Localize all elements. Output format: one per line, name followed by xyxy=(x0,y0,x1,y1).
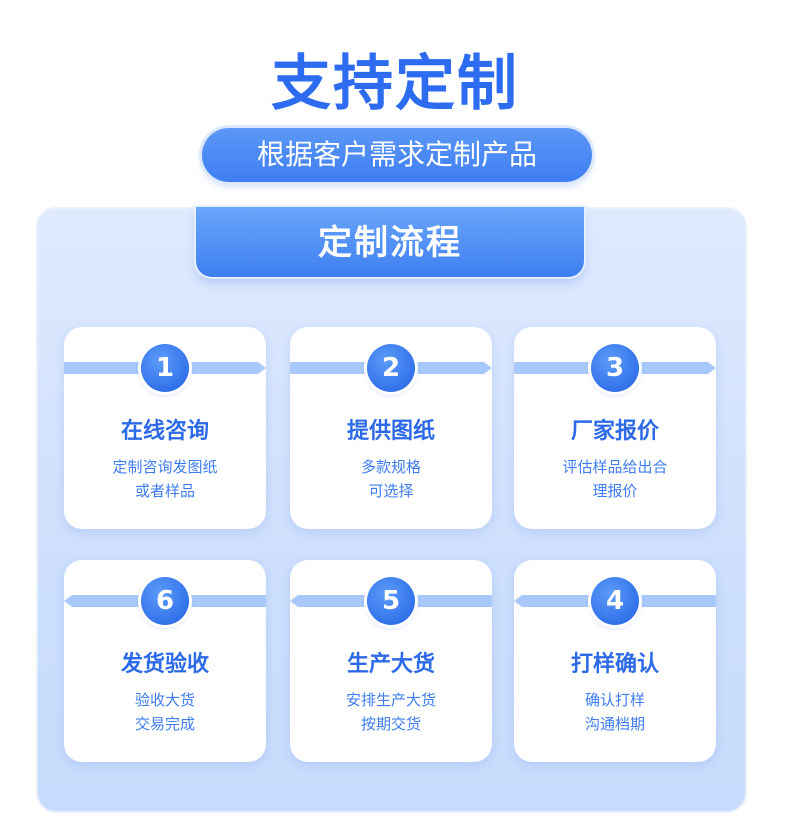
step-description-line: 定制咨询发图纸 xyxy=(112,458,218,476)
process-panel-title: 定制流程 xyxy=(196,207,584,277)
step-description: 确认打样 沟通档期 xyxy=(514,688,716,736)
step-title: 生产大货 xyxy=(346,652,435,677)
step-card-5: 5 生产大货 安排生产大货 按期交货 xyxy=(290,560,492,762)
step-description-line: 或者样品 xyxy=(134,482,195,500)
step-number-badge: 1 xyxy=(141,344,189,392)
step-description: 定制咨询发图纸 或者样品 xyxy=(64,455,266,503)
step-number-badge: 4 xyxy=(591,577,639,625)
step-description-line: 按期交货 xyxy=(360,715,421,733)
step-title: 打样确认 xyxy=(570,652,659,677)
step-description-line: 沟通档期 xyxy=(584,715,645,733)
step-description-line: 安排生产大货 xyxy=(345,691,436,709)
step-description-line: 评估样品给出合 xyxy=(562,458,668,476)
step-card-4: 4 打样确认 确认打样 沟通档期 xyxy=(514,560,716,762)
step-title: 提供图纸 xyxy=(346,419,435,444)
step-number-badge: 5 xyxy=(367,577,415,625)
step-title: 厂家报价 xyxy=(570,419,659,444)
step-description: 多款规格 可选择 xyxy=(290,455,492,503)
step-title: 发货验收 xyxy=(120,652,209,677)
step-number-badge: 2 xyxy=(367,344,415,392)
step-description-line: 多款规格 xyxy=(360,458,421,476)
step-number-badge: 3 xyxy=(591,344,639,392)
subtitle-banner: 根据客户需求定制产品 xyxy=(202,128,592,182)
step-description-line: 可选择 xyxy=(368,482,414,500)
step-card-2: 2 提供图纸 多款规格 可选择 xyxy=(290,327,492,529)
step-card-6: 6 发货验收 验收大货 交易完成 xyxy=(64,560,266,762)
step-description: 验收大货 交易完成 xyxy=(64,688,266,736)
page-title: 支持定制 xyxy=(271,49,519,119)
step-description-line: 理报价 xyxy=(592,482,638,500)
step-description-line: 验收大货 xyxy=(134,691,195,709)
step-card-3: 3 厂家报价 评估样品给出合 理报价 xyxy=(514,327,716,529)
step-card-1: 1 在线咨询 定制咨询发图纸 或者样品 xyxy=(64,327,266,529)
step-description: 评估样品给出合 理报价 xyxy=(514,455,716,503)
step-number-badge: 6 xyxy=(141,577,189,625)
step-description: 安排生产大货 按期交货 xyxy=(290,688,492,736)
step-description-line: 交易完成 xyxy=(134,715,195,733)
step-description-line: 确认打样 xyxy=(584,691,645,709)
step-title: 在线咨询 xyxy=(120,419,209,444)
